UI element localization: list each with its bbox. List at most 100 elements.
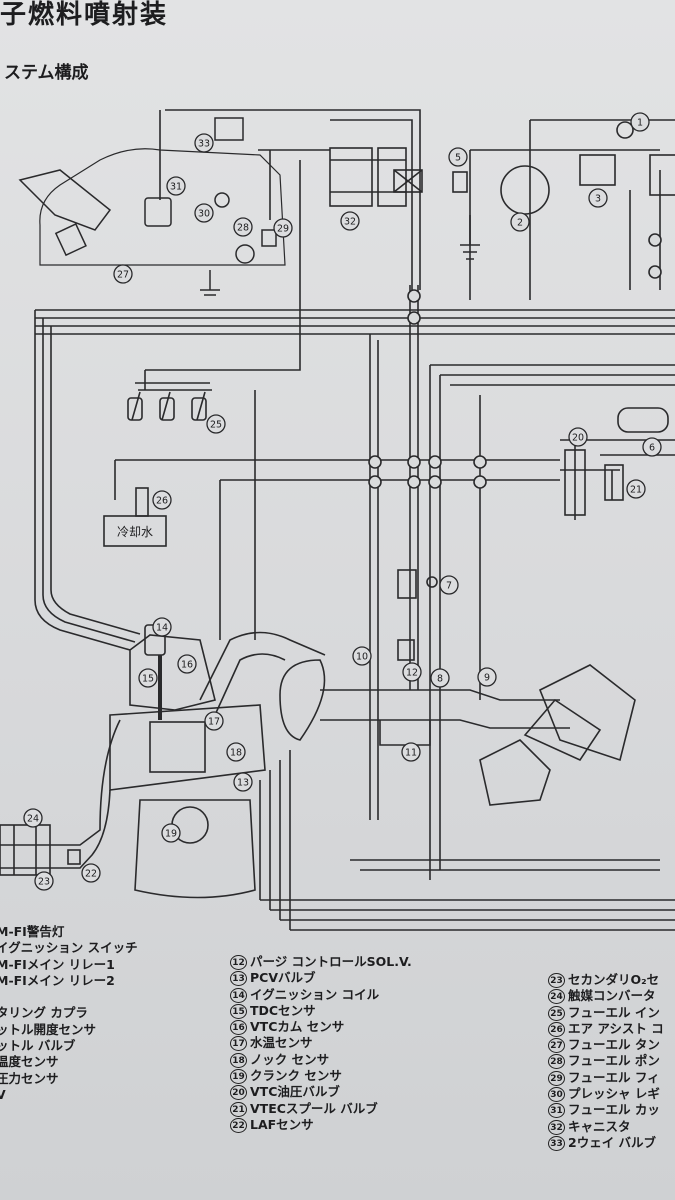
legend-item-text: 触媒コンバータ [568, 988, 656, 1004]
legend-item-text: VTECスプール バルブ [250, 1100, 378, 1116]
callout-number-15: 15 [142, 674, 154, 685]
callout-circle-21 [626, 479, 646, 499]
callout-number-16: 16 [181, 660, 193, 671]
callout-circle-2 [510, 212, 530, 232]
legend-item-text: TDCセンサ [250, 1002, 316, 1018]
callout-circle-5 [448, 147, 468, 167]
callout-number-9: 9 [484, 673, 490, 684]
legend-item-text: イグニッション コイル [250, 986, 380, 1002]
callout-number-28: 28 [237, 223, 249, 234]
legend-item-text: フューエル カッ [568, 1102, 660, 1118]
callout-circle-13 [233, 772, 253, 792]
legend-number-badge: 32 [548, 1119, 565, 1135]
legend-number-badge: 15 [230, 1003, 247, 1019]
legend-item-text: フューエル タン [568, 1037, 660, 1053]
callout-circle-26 [152, 490, 172, 510]
callout-circle-31 [166, 176, 186, 196]
callout-circle-16 [177, 654, 197, 674]
callout-circle-8 [430, 668, 450, 688]
legend-item-text: クランク センサ [250, 1068, 342, 1084]
legend-item-text: フューエル イン [568, 1004, 660, 1020]
callout-number-27: 27 [117, 270, 129, 281]
legend-number-badge: 22 [230, 1117, 247, 1133]
legend-item-text: プレッシャ レギ [568, 1086, 660, 1102]
fuel-tank-assembly [18, 117, 286, 296]
legend-left-item: ットル バルブ [0, 1038, 76, 1054]
legend-number-badge: 13 [230, 971, 247, 987]
callout-number-6: 6 [649, 443, 655, 454]
legend-left-item: タリング カプラ [0, 1005, 88, 1021]
callout-circle-12 [402, 662, 422, 682]
legend-number-badge: 17 [230, 1036, 247, 1052]
callout-circle-10 [352, 646, 372, 666]
callout-number-30: 30 [198, 209, 210, 220]
intake-tract [320, 664, 636, 806]
legend-number-badge: 12 [230, 955, 247, 970]
signal-wiring [34, 109, 675, 931]
legend-number-badge: 18 [230, 1052, 247, 1068]
callout-circle-18 [226, 742, 246, 762]
callout-number-22: 22 [85, 869, 97, 880]
legend-left-item: M-FI警告灯 [0, 924, 65, 939]
legend-left-item: V [0, 1086, 6, 1102]
callout-number-26: 26 [156, 496, 168, 507]
callout-circle-33 [194, 133, 214, 153]
legend-left-item [0, 989, 146, 1005]
callout-circle-15 [138, 668, 158, 688]
legend-left-item: 温度センサ [0, 1054, 59, 1070]
callout-circle-7 [439, 575, 459, 595]
legend-number-badge: 14 [230, 987, 247, 1003]
coolant-box [103, 515, 167, 547]
legend-left-item: M-FIメイン リレー2 [0, 972, 115, 988]
callout-circle-1 [630, 112, 650, 132]
exhaust-system [0, 719, 121, 876]
engine-assembly [109, 624, 326, 899]
legend-item-text: エア アシスト コ [568, 1020, 664, 1036]
callout-circle-6 [642, 437, 662, 457]
legend-item-text: フューエル フィ [568, 1069, 660, 1085]
callout-circle-22 [81, 863, 101, 883]
electrical-components [452, 121, 675, 260]
legend-item-text: キャニスタ [568, 1118, 631, 1134]
callout-number-18: 18 [230, 748, 242, 759]
callout-number-12: 12 [406, 668, 418, 679]
section-subtitle: ステム構成 [4, 63, 89, 83]
callout-number-19: 19 [165, 829, 177, 840]
legend-item-text: パージ コントロールSOL.V. [250, 954, 412, 969]
legend-number-badge: 20 [230, 1085, 247, 1101]
callout-circle-23 [34, 871, 54, 891]
wire-crossovers [368, 233, 662, 489]
callout-circle-27 [113, 264, 133, 284]
canister [329, 147, 423, 207]
callout-number-17: 17 [208, 717, 220, 728]
callout-circle-20 [568, 427, 588, 447]
coolant-label: 冷却水 [117, 525, 153, 539]
legend-number-badge: 19 [230, 1069, 247, 1085]
callout-number-29: 29 [277, 224, 289, 235]
callout-number-32: 32 [344, 217, 356, 228]
callout-circle-24 [23, 808, 43, 828]
legend-number-badge: 25 [548, 1005, 565, 1021]
legend-number-badge: 28 [548, 1054, 565, 1070]
callout-number-23: 23 [38, 877, 50, 888]
callout-number-8: 8 [437, 674, 443, 685]
callout-number-1: 1 [637, 118, 643, 129]
